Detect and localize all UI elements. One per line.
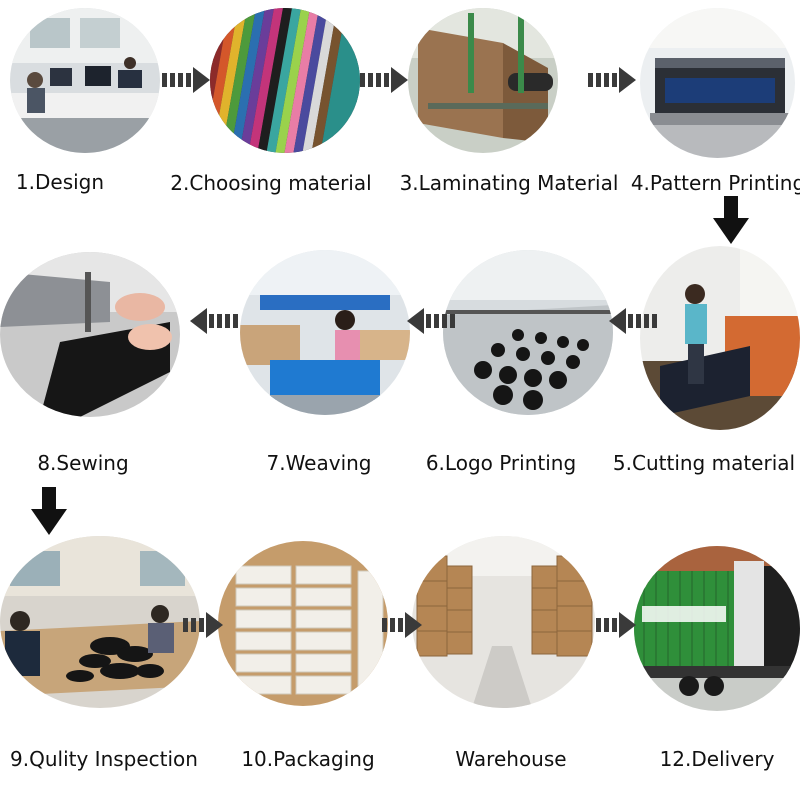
cutting-workshop-photo [640, 246, 800, 430]
boxed-products-photo [218, 541, 388, 706]
dashed-right-arrow-icon [162, 65, 212, 95]
dashed-right-arrow-icon [183, 610, 223, 640]
sewing-workshop-photo [240, 250, 410, 415]
step-1-photo [10, 8, 160, 153]
inspection-table-photo [0, 536, 200, 708]
step-9-label: 9.Qulity Inspection [10, 747, 198, 771]
step-10-label: 10.Packaging [241, 747, 375, 771]
dashed-right-arrow-icon [382, 610, 422, 640]
laminating-machine-photo [408, 8, 558, 153]
dashed-right-arrow-icon [588, 65, 638, 95]
step-1-label: 1.Design [15, 170, 105, 194]
logo-printing-line-photo [443, 250, 613, 415]
dashed-left-arrow-icon [188, 306, 238, 336]
dashed-right-arrow-icon [596, 610, 636, 640]
step-11-label: Warehouse [455, 747, 567, 771]
sewing-needle-closeup-photo [0, 252, 180, 417]
step-4-photo [640, 8, 795, 158]
step-8-label: 8.Sewing [37, 451, 129, 475]
step-10-photo [218, 541, 388, 706]
dashed-left-arrow-icon [607, 306, 657, 336]
step-2-label: 2.Choosing material [170, 171, 372, 195]
office-computers-photo [10, 8, 160, 153]
down-arrow-icon [31, 487, 67, 535]
step-8-photo [0, 252, 180, 417]
step-12-photo [634, 546, 800, 711]
printing-machine-photo [640, 8, 795, 158]
step-5-label: 5.Cutting material [612, 451, 796, 475]
colored-fabric-rolls-photo [210, 8, 360, 153]
dashed-right-arrow-icon [360, 65, 410, 95]
down-arrow-icon [713, 196, 749, 244]
step-7-label: 7.Weaving [266, 451, 372, 475]
step-6-photo [443, 250, 613, 415]
warehouse-shelves-photo [412, 536, 595, 708]
step-11-photo [412, 536, 595, 708]
step-3-label: 3.Laminating Material [399, 171, 619, 195]
dashed-left-arrow-icon [405, 306, 455, 336]
step-3-photo [408, 8, 558, 153]
step-9-photo [0, 536, 200, 708]
step-7-photo [240, 250, 410, 415]
shipping-container-truck-photo [634, 546, 800, 711]
step-2-photo [210, 8, 360, 153]
step-4-label: 4.Pattern Printing [630, 171, 800, 195]
step-12-label: 12.Delivery [659, 747, 775, 771]
step-5-photo [640, 246, 800, 430]
step-6-label: 6.Logo Printing [425, 451, 577, 475]
